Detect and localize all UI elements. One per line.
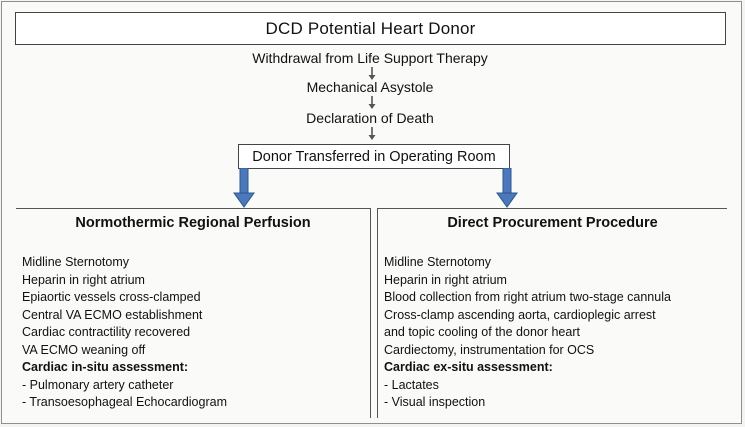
list-item: and topic cooling of the donor heart [384, 325, 580, 339]
list-item: Cardiectomy, instrumentation for OCS [384, 342, 595, 357]
nrp-panel: Normothermic Regional Perfusion Midline … [16, 208, 371, 418]
step-withdrawal: Withdrawal from Life Support Therapy [252, 50, 488, 66]
assessment-label: Cardiac in-situ assessment: [22, 360, 189, 374]
list-item: Cardiac contractility recovered [22, 325, 191, 339]
nrp-steps-list: Midline Sternotomy Heparin in right atri… [22, 254, 227, 412]
list-item: VA ECMO weaning off [22, 342, 146, 357]
assessment-item: - Visual inspection [384, 395, 486, 409]
assessment-item: - Lactates [384, 377, 439, 392]
nrp-title: Normothermic Regional Perfusion [75, 215, 311, 231]
dpp-title: Direct Procurement Procedure [447, 215, 658, 231]
step-asystole: Mechanical Asystole [306, 79, 434, 95]
list-item: Epiaortic vessels cross-clamped [22, 290, 201, 304]
down-arrow-blue-left-icon [233, 168, 255, 208]
list-item: Midline Sternotomy [22, 255, 129, 269]
step-declaration: Declaration of Death [306, 110, 434, 126]
diagram-title: DCD Potential Heart Donor [265, 18, 476, 38]
title-box: DCD Potential Heart Donor [15, 12, 726, 45]
down-arrow-blue-right-icon [496, 168, 518, 208]
dpp-panel: Direct Procurement Procedure Midline Ste… [377, 208, 727, 418]
assessment-item: - Pulmonary artery catheter [22, 377, 174, 392]
list-item: Midline Sternotomy [384, 255, 491, 269]
list-item: Heparin in right atrium [384, 272, 507, 287]
down-arrow-small-icon [368, 96, 376, 109]
transfer-box: Donor Transferred in Operating Room [238, 144, 510, 169]
list-item: Cross-clamp ascending aorta, cardioplegi… [384, 307, 656, 322]
assessment-label: Cardiac ex-situ assessment: [384, 360, 553, 374]
down-arrow-small-icon [368, 67, 376, 80]
down-arrow-small-icon [368, 127, 376, 140]
list-item: Heparin in right atrium [22, 272, 145, 287]
list-item: Blood collection from right atrium two-s… [384, 290, 671, 304]
dpp-steps-list: Midline Sternotomy Heparin in right atri… [384, 254, 671, 412]
assessment-item: - Transoesophageal Echocardiogram [22, 395, 227, 409]
list-item: Central VA ECMO establishment [22, 307, 203, 322]
transfer-label: Donor Transferred in Operating Room [252, 148, 496, 165]
